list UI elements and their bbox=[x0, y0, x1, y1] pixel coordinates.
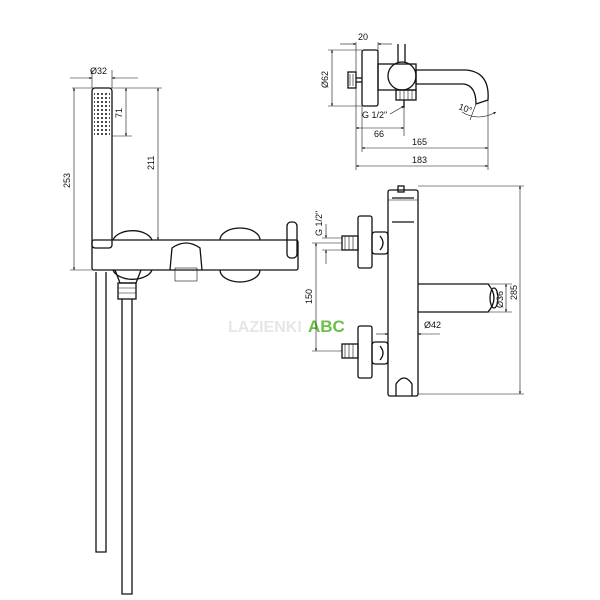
lower-connector bbox=[371, 341, 389, 365]
wall-flange bbox=[361, 49, 379, 107]
dim-angle-10: 10° bbox=[457, 101, 474, 115]
wall-connector-nut bbox=[347, 71, 357, 89]
dim-253: 253 bbox=[62, 173, 72, 188]
mixer-lever bbox=[286, 221, 298, 259]
bottom-right-side-view: G 1/2" 150 Ø42 Ø36 285 bbox=[304, 185, 524, 397]
lower-flange bbox=[357, 325, 373, 379]
shower-hose bbox=[121, 299, 133, 595]
dim-71: 71 bbox=[114, 108, 124, 118]
upper-nut bbox=[341, 235, 359, 251]
hose-lower-pipe bbox=[95, 272, 107, 553]
spout-side bbox=[415, 69, 489, 105]
dim-d36: Ø36 bbox=[495, 291, 505, 308]
dim-183: 183 bbox=[412, 155, 427, 165]
dim-g12-right: G 1/2" bbox=[314, 211, 324, 236]
dim-20: 20 bbox=[358, 32, 368, 42]
bottom-nut bbox=[395, 89, 417, 101]
bar-top-cap bbox=[397, 185, 405, 193]
mixer-cartridge bbox=[387, 61, 417, 91]
knob-right-bottom bbox=[219, 269, 261, 283]
dim-211: 211 bbox=[146, 156, 156, 170]
dim-g12-top: G 1/2" bbox=[362, 110, 387, 120]
wall-bar bbox=[387, 189, 419, 397]
upper-flange bbox=[357, 215, 373, 269]
spout-horizontal bbox=[418, 283, 495, 313]
watermark-prefix: LAZIENKI bbox=[228, 319, 302, 336]
knob-left-top bbox=[112, 230, 153, 241]
dim-150: 150 bbox=[304, 289, 314, 304]
dim-165: 165 bbox=[412, 137, 427, 147]
dim-285: 285 bbox=[509, 285, 519, 300]
shower-nozzle-dots bbox=[94, 92, 110, 136]
dim-d32: Ø32 bbox=[90, 66, 107, 76]
hose-nut bbox=[117, 282, 137, 300]
body-side bbox=[377, 63, 417, 91]
dim-d42: Ø42 bbox=[424, 320, 441, 330]
knob-right-top bbox=[219, 227, 261, 241]
upper-connector bbox=[371, 231, 389, 255]
mixer-body-front bbox=[91, 239, 299, 271]
lower-nut bbox=[341, 343, 359, 359]
dim-66: 66 bbox=[374, 129, 384, 139]
top-right-side-view: 20 Ø62 G 1/2" 66 165 183 10° bbox=[320, 32, 497, 170]
shower-hook bbox=[395, 377, 413, 396]
left-view-hand-shower-set: Ø32 71 211 253 bbox=[62, 66, 299, 595]
knob-left-bottom bbox=[112, 269, 153, 280]
watermark-brand: ABC bbox=[308, 317, 345, 336]
spout-outlet bbox=[174, 267, 198, 282]
spout-front bbox=[169, 242, 203, 271]
dim-d62: Ø62 bbox=[320, 71, 330, 88]
watermark: LAZIENKI ABC bbox=[228, 317, 345, 336]
